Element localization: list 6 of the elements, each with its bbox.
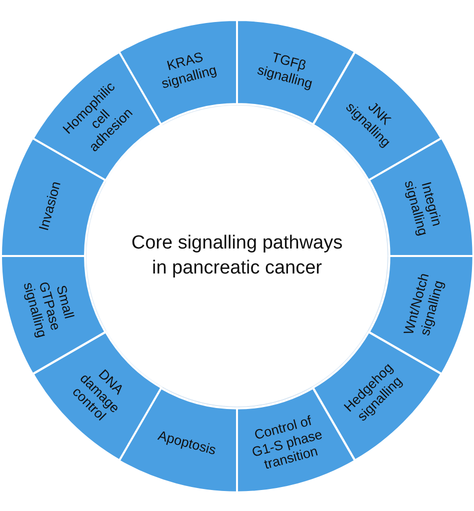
segment-label: KRAS signalling <box>158 48 219 92</box>
segment-label: Control of G1-S phase transition <box>249 412 325 474</box>
segment-label: Integrin signalling <box>402 178 446 239</box>
center-title: Core signalling pathways in pancreatic cancer <box>130 231 344 280</box>
segment-label: Invasion <box>34 178 64 234</box>
segment-label: Small GTPase signalling <box>19 279 78 342</box>
